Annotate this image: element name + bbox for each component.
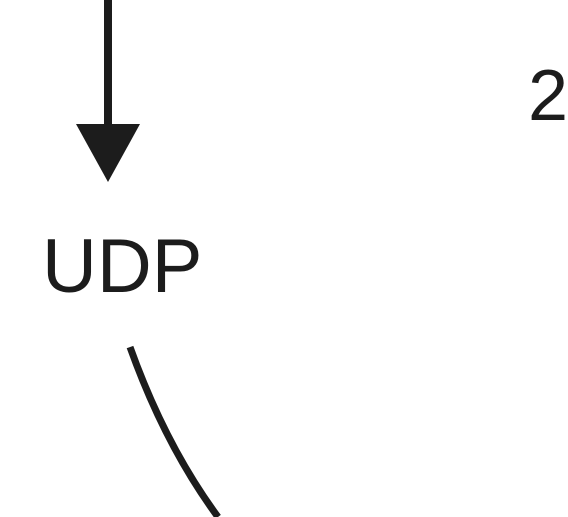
outgoing-curve [126,345,221,517]
partial-node-label: 2 [528,56,568,136]
incoming-arrow-head [76,124,140,182]
diagram-svg [76,0,221,517]
udp-node-label: UDP [42,224,203,309]
diagram-canvas: UDP 2 [42,0,568,517]
